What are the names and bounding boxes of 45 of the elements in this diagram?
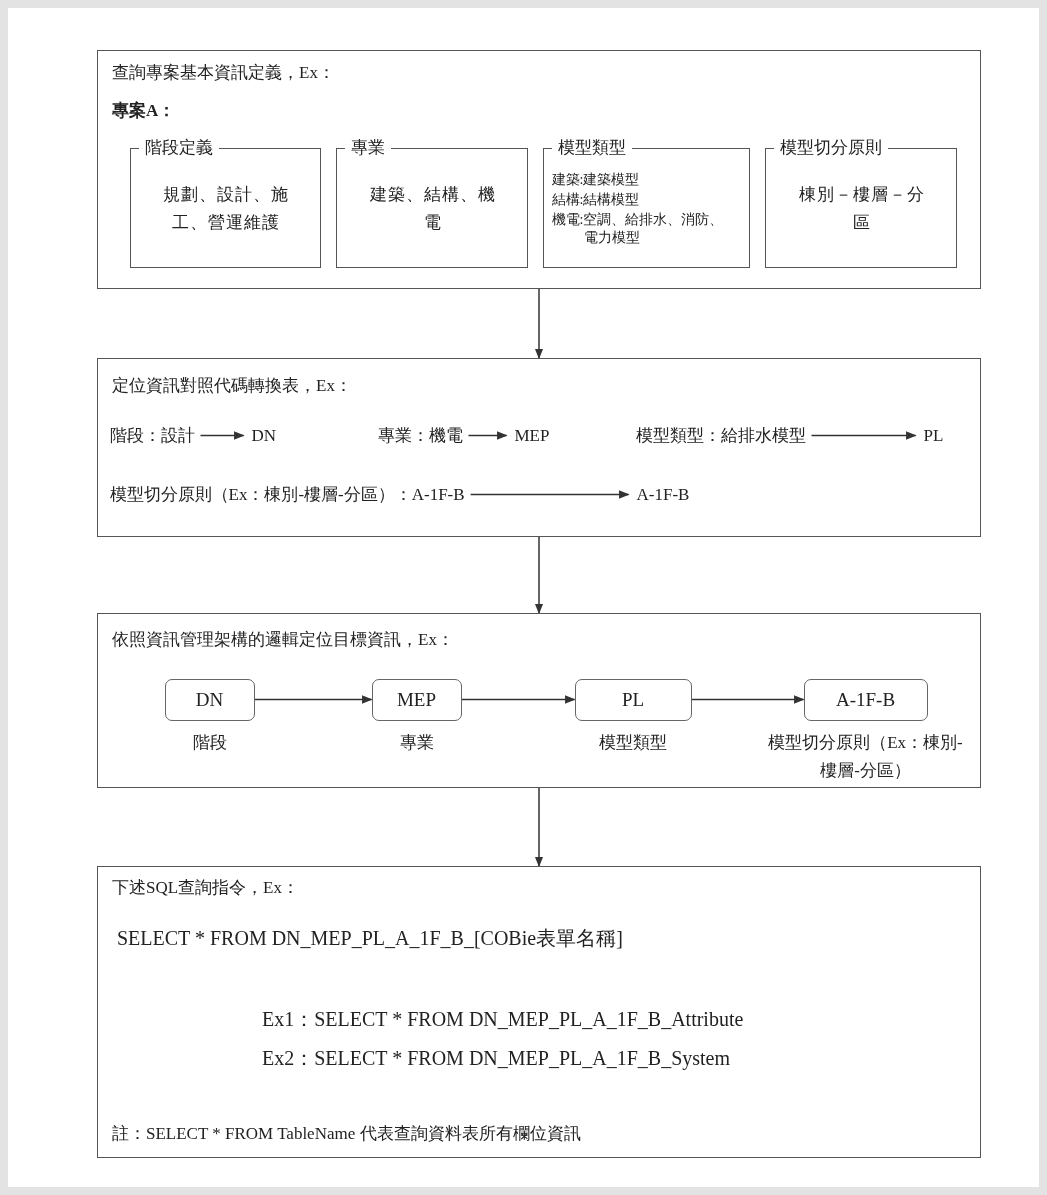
category-item: 建築:建築模型 xyxy=(551,170,641,189)
process-box xyxy=(97,358,981,537)
heading-text: 定位資訊對照代碼轉換表，Ex： xyxy=(112,375,352,397)
arrow xyxy=(467,431,508,440)
arrow xyxy=(253,695,373,704)
heading-text: 查詢專案基本資訊定義，Ex： xyxy=(112,62,335,84)
heading-text: 依照資訊管理架構的邏輯定位目標資訊，Ex： xyxy=(112,629,454,651)
caption-text: 專業 xyxy=(398,731,435,754)
category-content: 建築、結構、機電 xyxy=(368,183,497,234)
caption-text: 模型類型 xyxy=(598,731,668,754)
query-text: SELECT * FROM DN_MEP_PL_A_1F_B_[COBie表單名稱] xyxy=(117,926,623,951)
code-box: MEP xyxy=(371,678,462,721)
process-box xyxy=(97,866,981,1158)
mapping-text: 模型類型：給排水模型 xyxy=(635,423,806,448)
mapping-text: 階段：設計 xyxy=(109,423,195,448)
arrow xyxy=(199,431,245,440)
caption-text: 模型切分原則（Ex：棟別-樓層-分區） xyxy=(767,731,964,782)
project-label: 專案A： xyxy=(112,100,176,122)
mapping-text: DN xyxy=(251,423,277,448)
process-box xyxy=(97,613,981,788)
code-box: PL xyxy=(574,678,692,721)
category-content: 規劃、設計、施工、營運維護 xyxy=(162,183,290,234)
caption-text: 階段 xyxy=(191,731,228,754)
arrow xyxy=(534,536,544,615)
mapping-text: 模型切分原則（Ex：棟別-樓層-分區）：A-1F-B xyxy=(109,482,465,507)
arrow xyxy=(534,288,544,360)
category-item: 結構:結構模型 xyxy=(551,190,641,209)
mapping-text: 專業：機電 xyxy=(377,423,463,448)
code-box: A-1F-B xyxy=(803,678,928,721)
category-content: 棟別－樓層－分區 xyxy=(797,183,926,234)
mapping-text: PL xyxy=(923,423,944,448)
code-box: DN xyxy=(164,678,255,721)
query-text: Ex1：SELECT * FROM DN_MEP_PL_A_1F_B_Attribute xyxy=(262,1007,744,1032)
query-text: Ex2：SELECT * FROM DN_MEP_PL_A_1F_B_System xyxy=(262,1046,731,1072)
category-item: 機電:空調、給排水、消防、電力模型 xyxy=(551,210,725,247)
arrow xyxy=(810,431,917,440)
arrow xyxy=(534,787,544,868)
arrow xyxy=(460,695,576,704)
heading-text: 下述SQL查詢指令，Ex： xyxy=(112,877,299,899)
arrow xyxy=(690,695,805,704)
process-box xyxy=(97,50,981,289)
arrow xyxy=(469,490,630,499)
mapping-text: A-1F-B xyxy=(636,482,690,507)
mapping-text: MEP xyxy=(514,423,550,448)
query-text: 註：SELECT * FROM TableName 代表查詢資料表所有欄位資訊 xyxy=(112,1123,581,1145)
